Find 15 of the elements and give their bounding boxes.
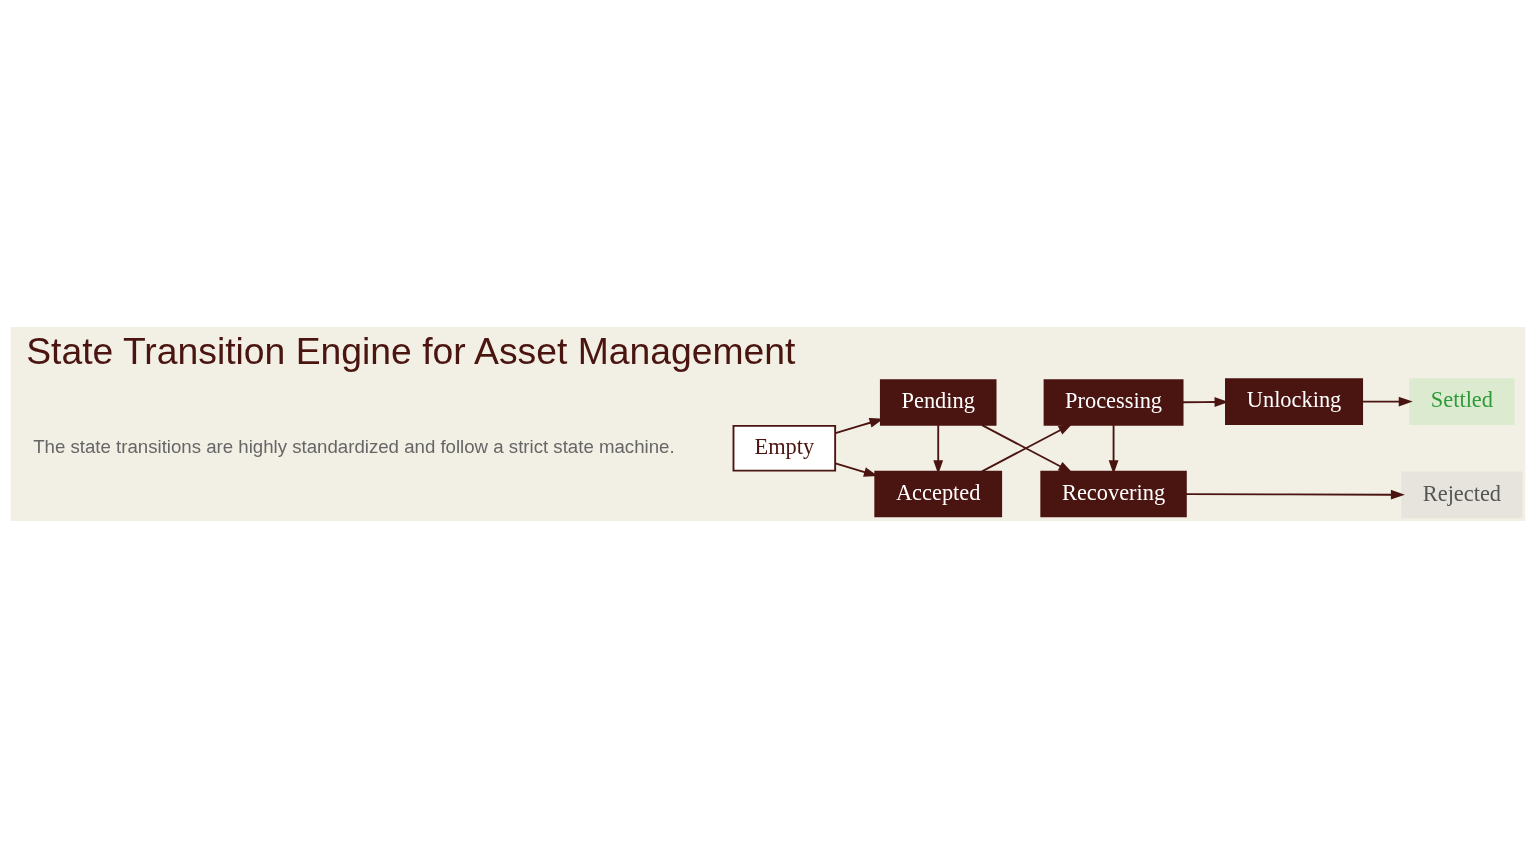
arrow: [1361, 396, 1413, 407]
node-box: Accepted: [874, 470, 1003, 517]
node-box: Recovering: [1040, 470, 1187, 517]
label: The state transitions are highly standardized and follow a strict state machine.: [33, 435, 675, 457]
diagram-title: State Transition Engine for Asset Management: [26, 329, 796, 372]
node-box: Settled: [1409, 377, 1515, 425]
node-box: Pending: [879, 378, 997, 426]
arrow: [834, 461, 878, 477]
node-box: Empty: [732, 424, 837, 472]
node-box: Processing: [1043, 378, 1184, 426]
node-box: Rejected: [1401, 471, 1523, 518]
arrow: [1184, 489, 1405, 500]
node-box: Unlocking: [1225, 377, 1364, 425]
arrow: [933, 423, 944, 474]
arrow: [1108, 423, 1119, 474]
